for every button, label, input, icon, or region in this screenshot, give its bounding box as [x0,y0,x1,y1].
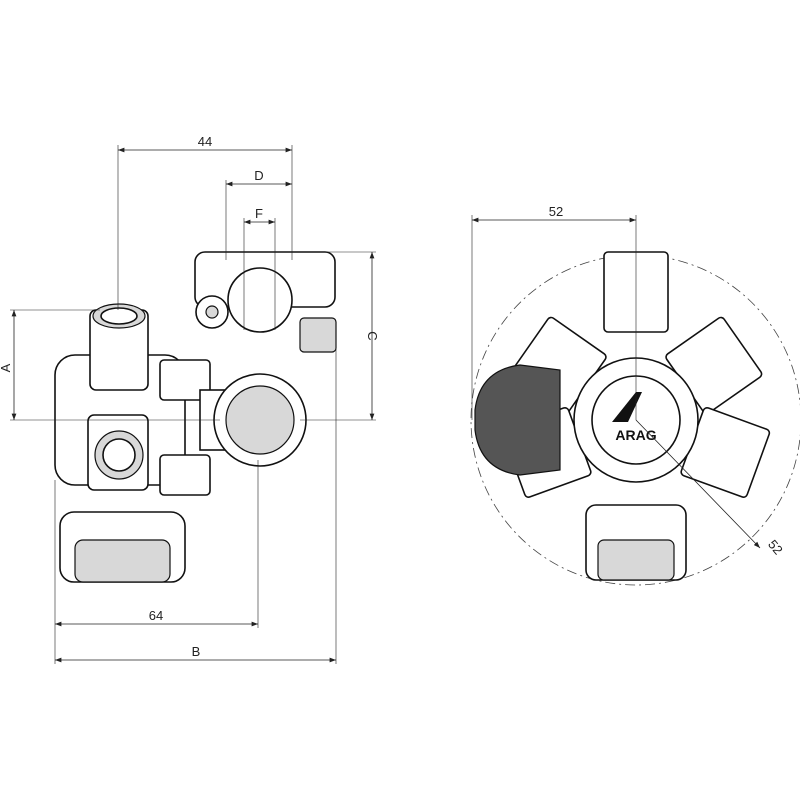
dim-44-label: 44 [198,134,212,149]
dim-d-label: D [254,168,263,183]
dim-52-top-label: 52 [549,204,563,219]
left-nozzle [474,364,561,476]
front-view [54,251,337,583]
front-dimensions: 44 D F A C 64 B [0,134,380,664]
arag-logo-mark [612,392,642,422]
side-view: ARAG [470,251,800,586]
dim-c-label: C [365,331,380,340]
dim-52-diag-label: 52 [765,537,786,558]
clamp-nut [299,317,337,353]
dim-b-label: B [192,644,201,659]
dim-a-label: A [0,363,13,372]
dim-f-label: F [255,206,263,221]
dim-64-label: 64 [149,608,163,623]
